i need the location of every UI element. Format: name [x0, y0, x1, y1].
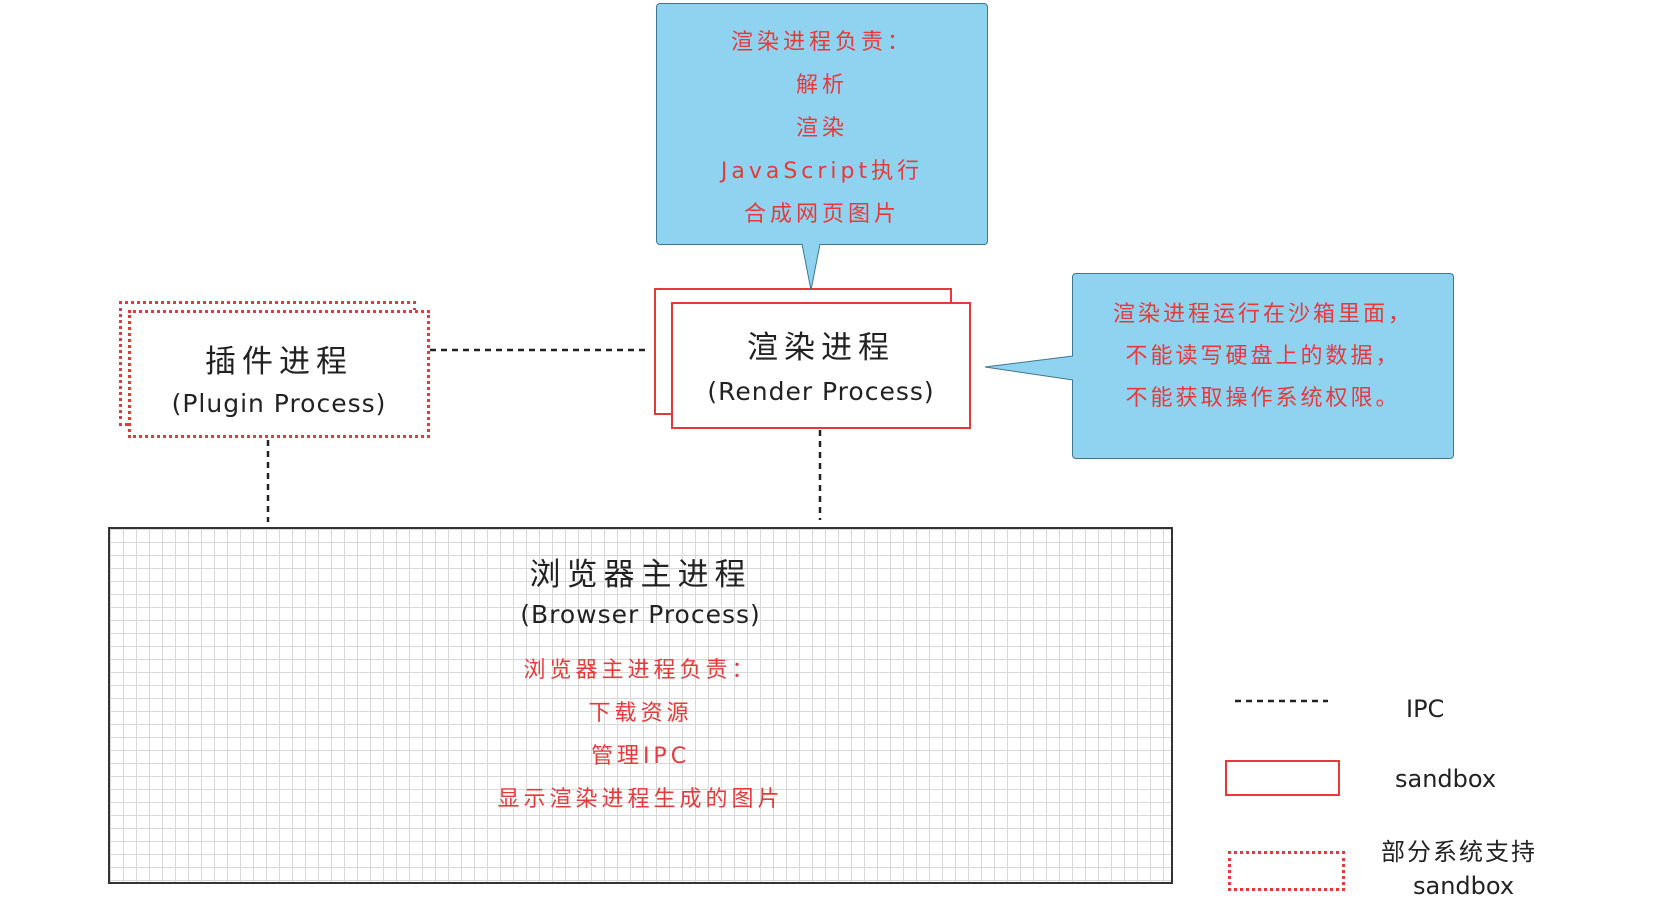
render-duties-bubble: 渲染进程负责： 解析 渲染 JavaScript执行 合成网页图片 — [656, 3, 988, 245]
browser-process-subtitle: (Browser Process) — [520, 600, 761, 629]
sandbox-note-line: 不能获取操作系统权限。 — [1125, 386, 1401, 411]
render-duty-line: JavaScript执行 — [720, 159, 924, 184]
render-process-title: 渲染进程 — [747, 330, 895, 366]
legend-sandbox-label: sandbox — [1395, 765, 1497, 793]
legend-ipc-label: IPC — [1406, 695, 1445, 723]
render-process-subtitle: (Render Process) — [707, 377, 935, 406]
browser-process-duties: 浏览器主进程负责： 下载资源 管理IPC 显示渲染进程生成的图片 — [110, 649, 1171, 821]
browser-process-box: 浏览器主进程 (Browser Process) 浏览器主进程负责： 下载资源 … — [108, 527, 1173, 884]
browser-duty-line: 浏览器主进程负责： — [523, 658, 758, 683]
right-bubble-tail-outline — [984, 355, 1074, 381]
plugin-process-box: 插件进程 (Plugin Process) — [128, 310, 430, 438]
render-duty-line: 渲染 — [795, 116, 848, 141]
sandbox-note-line: 渲染进程运行在沙箱里面， — [1112, 302, 1413, 327]
render-process-box: 渲染进程 (Render Process) — [671, 302, 971, 429]
legend-sandbox-swatch — [1225, 760, 1340, 796]
sandbox-note-line: 不能读写硬盘上的数据， — [1125, 344, 1401, 369]
top-bubble-tail-outline — [801, 243, 821, 291]
top-bubble-tail — [802, 243, 820, 290]
render-duties-text: 渲染进程负责： 解析 渲染 JavaScript执行 合成网页图片 — [657, 21, 987, 236]
legend-partial-sandbox-swatch — [1228, 851, 1345, 891]
render-duty-line: 渲染进程负责： — [730, 30, 913, 55]
plugin-process-title: 插件进程 — [205, 344, 353, 380]
render-duty-line: 解析 — [795, 73, 848, 98]
sandbox-note-bubble: 渲染进程运行在沙箱里面， 不能读写硬盘上的数据， 不能获取操作系统权限。 — [1072, 273, 1454, 459]
render-duty-line: 合成网页图片 — [743, 202, 900, 227]
plugin-process-subtitle: (Plugin Process) — [171, 389, 387, 418]
browser-duty-line: 管理IPC — [590, 744, 691, 769]
sandbox-note-text: 渲染进程运行在沙箱里面， 不能读写硬盘上的数据， 不能获取操作系统权限。 — [1073, 294, 1453, 420]
legend-partial-label: 部分系统支持 — [1381, 838, 1537, 866]
browser-duty-line: 下载资源 — [588, 701, 693, 726]
legend-partial-sub-label: sandbox — [1413, 872, 1515, 900]
right-bubble-tail — [985, 356, 1074, 380]
browser-process-title: 浏览器主进程 — [529, 557, 752, 593]
browser-duty-line: 显示渲染进程生成的图片 — [497, 787, 784, 812]
